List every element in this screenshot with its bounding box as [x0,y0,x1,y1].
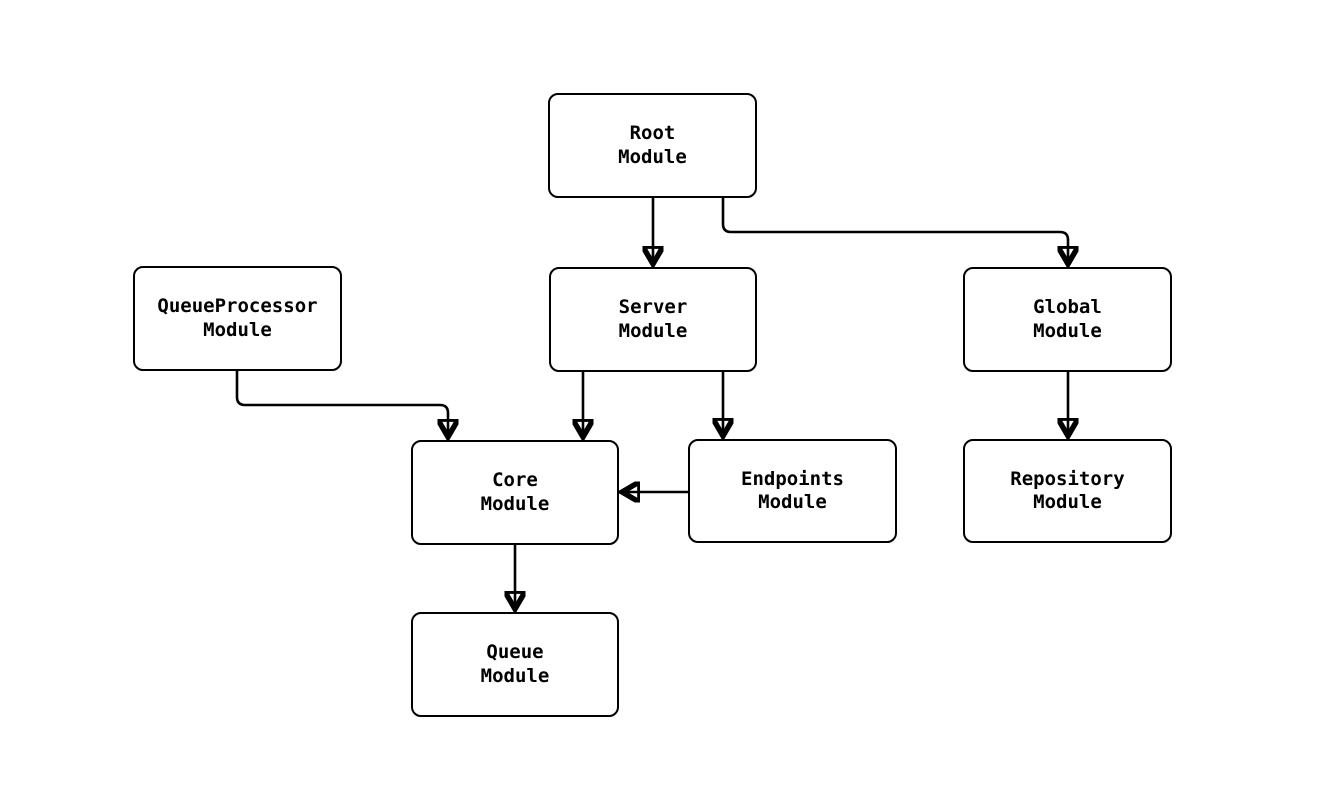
node-repository-module-label: Repository Module [1010,467,1125,513]
node-queueprocessor-module: QueueProcessor Module [133,266,342,371]
edge-queueprocessor-to-core [235,371,448,437]
node-server-module: Server Module [549,267,757,372]
node-endpoints-module-label: Endpoints Module [741,467,844,513]
node-queue-module: Queue Module [411,612,619,717]
node-repository-module: Repository Module [963,439,1172,543]
node-queueprocessor-module-label: QueueProcessor Module [157,295,318,341]
edge-root-to-global [721,198,1068,264]
node-queue-module-label: Queue Module [480,641,550,687]
node-server-module-label: Server Module [618,296,688,342]
node-global-module-label: Global Module [1033,296,1102,342]
node-core-module: Core Module [411,440,619,545]
node-endpoints-module: Endpoints Module [688,439,897,543]
node-root-module-label: Root Module [618,122,687,168]
node-global-module: Global Module [963,267,1172,372]
node-root-module: Root Module [548,93,757,198]
node-core-module-label: Core Module [480,469,550,515]
